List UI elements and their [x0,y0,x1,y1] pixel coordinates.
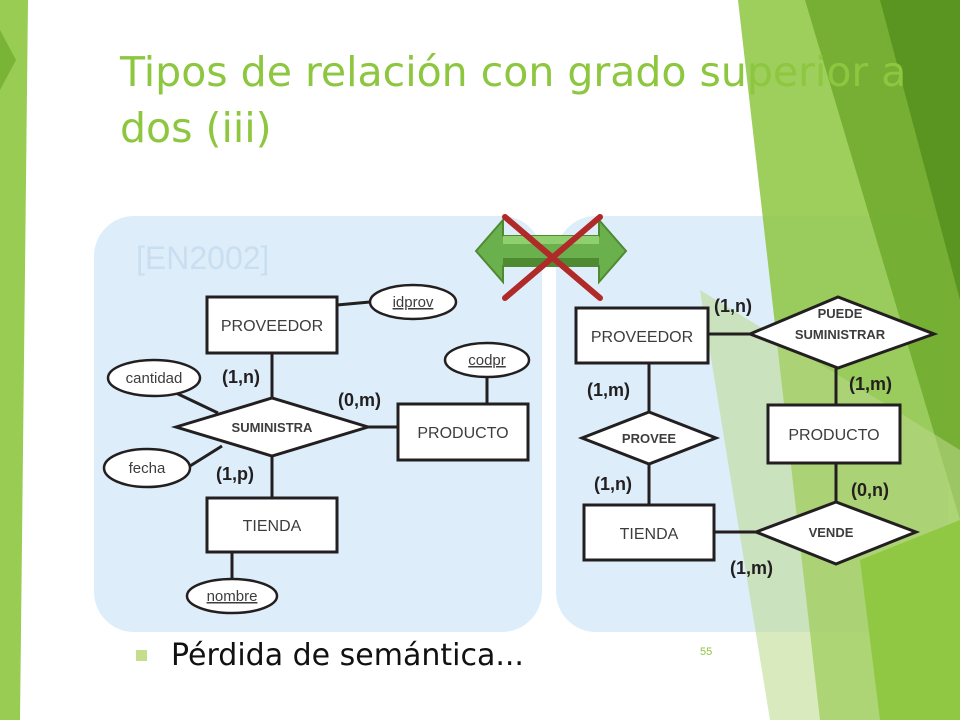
edge-fecha-suministra [189,444,223,468]
entity-tienda-label: TIENDA [243,518,302,535]
entity-tienda-right-label: TIENDA [620,526,679,543]
relationship-puede-suministrar-label-line2: SUMINISTRAR [795,327,886,342]
slide-title: Tipos de relación con grado superior a d… [120,48,907,152]
slide-number: 55 [700,646,713,658]
entity-tienda-right [582,503,716,562]
right-er-diagram: PROVEEDOR PRODUCTO TIENDA PUEDE SUMINIST… [574,295,939,578]
bullet-square-icon [136,650,147,661]
edge-proveedor-idprov [336,300,371,307]
attribute-cantidad-label: cantidad [126,370,183,387]
entity-producto-label: PRODUCTO [417,425,508,442]
relationship-puede-suministrar-label-line1: PUEDE [818,306,863,321]
cardinality-producto: (0,m) [338,390,381,410]
red-x-cross-icon [502,214,603,301]
relationship-vende-label: VENDE [809,525,854,540]
relationship-puede-suministrar [745,295,939,370]
attribute-fecha [102,447,192,489]
cardinality-provee-proveedor: (1,m) [587,380,630,400]
cardinality-proveedor: (1,n) [222,367,260,387]
attribute-idprov-label: idprov [393,294,434,311]
cardinality-tienda: (1,p) [216,464,254,484]
relationship-suministra [170,396,374,458]
attribute-fecha-label: fecha [129,460,166,477]
attribute-codpr [443,341,531,379]
entity-proveedor-right-label: PROVEEDOR [591,329,693,346]
left-er-diagram: PROVEEDOR PRODUCTO TIENDA SUMINISTRA idp… [102,283,531,615]
attribute-codpr-label: codpr [468,352,506,369]
bullet-text: Pérdida de semántica... [171,638,524,673]
cardinality-provee-tienda: (1,n) [594,474,632,494]
entity-producto-right-label: PRODUCTO [788,427,879,444]
relationship-suministra-label: SUMINISTRA [232,420,314,435]
cardinality-puede-proveedor: (1,n) [714,296,752,316]
bullet-item: Pérdida de semántica... [136,638,524,673]
relationship-provee-label: PROVEE [622,431,677,446]
relationship-vende [751,500,921,566]
cardinality-vende-tienda: (1,m) [730,558,773,578]
entity-tienda [205,496,339,554]
attribute-nombre [185,577,279,615]
entity-producto-right [766,403,902,465]
reference-label: [EN2002] [136,240,270,276]
cardinality-puede-producto: (1,m) [849,374,892,394]
attribute-idprov [368,283,458,321]
entity-proveedor-label: PROVEEDOR [221,318,323,335]
cardinality-vende-producto: (0,n) [851,480,889,500]
entity-proveedor-right [574,306,710,365]
double-headed-arrow-icon [474,217,628,285]
attribute-nombre-label: nombre [207,588,258,605]
entity-producto [396,402,530,462]
entity-proveedor [205,295,339,355]
relationship-provee [577,410,721,466]
attribute-cantidad [106,358,202,398]
edge-cantidad-suministra [175,391,219,415]
